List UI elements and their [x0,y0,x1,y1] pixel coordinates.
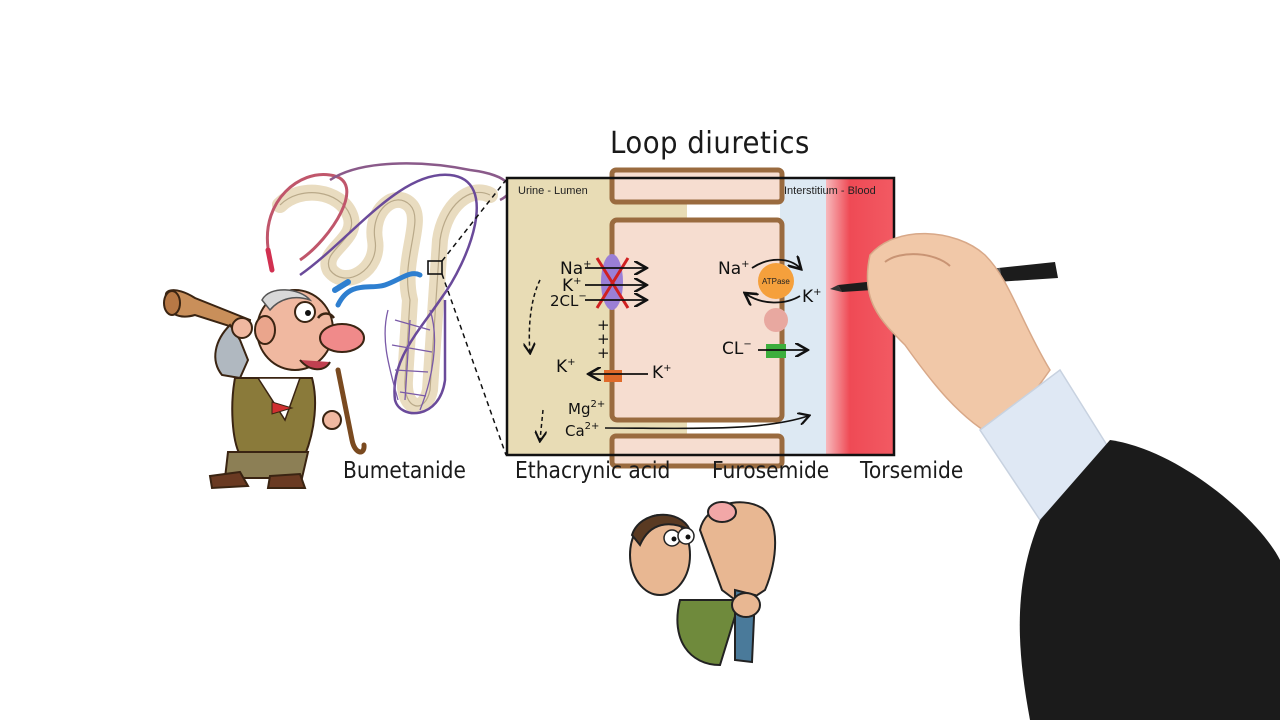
interstitium-region [780,178,830,455]
blood-label: Interstitium - Blood [784,185,876,197]
diagram-title: Loop diuretics [610,126,810,161]
cell-main [609,217,785,423]
ion-k-out: K+ [556,357,576,377]
nephron-vessel-red [265,172,349,262]
plus-sign-2: + [597,330,610,348]
ion-2cl-lumen: 2CL− [550,291,587,310]
ion-cl-blood: CL− [722,339,752,359]
k-channel-basolateral [764,308,788,332]
plus-sign-3: + [597,344,610,362]
drug-label-furosemide: Furosemide [712,458,830,484]
ion-k-lumen: K+ [562,276,582,296]
ion-k-blood: K+ [802,287,822,307]
nephron-illustration [265,162,512,456]
ion-na-blood: Na+ [718,259,750,279]
ion-ca: Ca2+ [565,421,599,440]
cell-bottom [609,433,785,469]
drug-label-bumetanide: Bumetanide [343,458,466,484]
plus-sign-1: + [597,316,610,334]
romk-channel [604,370,622,382]
cell-panel: Urine - Lumen Interstitium - Blood Na+ K… [505,167,896,469]
zoom-box [427,260,443,275]
cell-top [609,167,785,205]
old-man-cartoon [163,289,367,490]
na-k-atpase [758,263,794,299]
ion-mg: Mg2+ [568,399,605,418]
cl-channel [766,344,786,358]
lumen-label: Urine - Lumen [518,185,588,197]
drug-label-torsemide: Torsemide [860,458,964,484]
drug-label-ethacrynic-acid: Ethacrynic acid [515,458,671,484]
ion-k-in: K+ [652,363,672,383]
ion-na-lumen: Na+ [560,259,592,279]
nephron-vessel-purple [299,173,478,415]
gout-man-cartoon [629,501,777,667]
hand-with-marker [830,232,1280,720]
nephron-vessel-blue [335,271,423,308]
atpase-label: ATPase [762,277,790,286]
